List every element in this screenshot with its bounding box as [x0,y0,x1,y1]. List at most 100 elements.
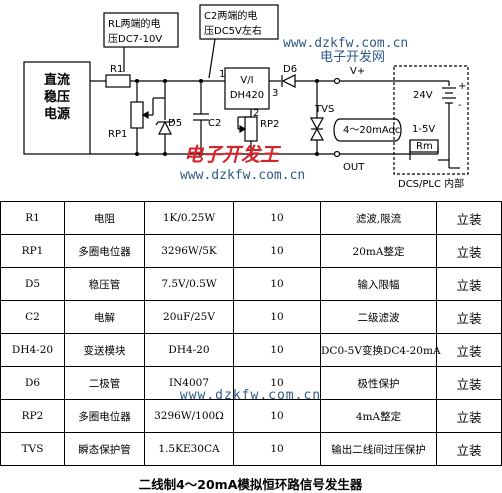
cell-spec: 20uF/25V [144,300,234,334]
vplus-label: V+ [350,66,365,77]
cell-function: 二级滤波 [320,300,437,334]
loop-current-label: 4～20mAdc [343,125,400,136]
cell-mounting: 立装 [436,333,502,367]
rp1-potentiometer [130,101,144,129]
module-label-line2: DH420 [230,90,264,101]
out-label: OUT [343,162,365,173]
cell-designator: RP1 [0,234,65,268]
loop-current-arrow [333,118,402,142]
voltage-range-label: 1-5V [412,124,435,135]
cell-part-name: 瞬态保护管 [64,432,145,466]
cell-quantity: 10 [233,267,321,301]
circuit-schematic: 直流 稳压 电源 RL两端的电 压DC7-10V C2两端的电 压DC5V左右 … [23,4,469,190]
cell-spec: 3296W/5K [144,234,234,268]
cell-designator: D6 [0,366,65,400]
cell-mounting: 立装 [436,234,502,268]
vi-module-box [224,67,270,110]
battery-minus-sign: - [458,100,462,111]
callout-c2-line1: C2两端的电 [204,9,257,22]
cell-mounting: 立装 [436,300,502,334]
cell-mounting: 立装 [436,267,502,301]
cell-spec: 7.5V/0.5W [144,267,234,301]
pin1-label: 1 [219,69,225,80]
watermark-url-top: www.dzkfw.com.cn [283,36,408,51]
diagram-caption: 二线制4～20mA模拟恒环路信号发生器 [138,477,363,492]
cell-quantity: 10 [233,234,321,268]
tvs-diode [309,117,325,131]
cell-designator: D5 [0,267,65,301]
cell-quantity: 10 [233,366,321,400]
plc-dashed-box [393,65,469,175]
source-label-line3: 电源 [44,106,70,122]
cell-quantity: 10 [233,201,321,235]
battery-plus-sign: + [458,81,466,92]
cell-spec: 1K/0.25W [144,201,234,235]
vplus-terminal [333,77,341,85]
cell-mounting: 立装 [436,432,502,466]
cell-designator: R1 [0,201,65,235]
cell-function: 输入限幅 [320,267,437,301]
cell-mounting: 立装 [436,366,502,400]
cell-part-name: 稳压管 [64,267,145,301]
cell-function: 20mA整定 [320,234,437,268]
module-label-line1: V/I [240,75,253,86]
callout-c2-line2: 压DC5V左右 [204,24,262,37]
pin3-label: 3 [272,88,278,99]
cell-part-name: 多圈电位器 [64,234,145,268]
c2-label: C2 [208,118,221,129]
cell-designator: DH4-20 [0,333,65,367]
supply-24v-label: 24V [413,90,433,101]
d6-label: D6 [283,64,297,75]
cell-quantity: 10 [233,432,321,466]
source-label-line2: 稳压 [44,89,70,105]
cell-quantity: 10 [233,333,321,367]
cell-part-name: 二极管 [64,366,145,400]
rm-label: Rm [416,141,433,152]
watermark-cn-top: 电子开发网 [320,49,385,65]
d6-diode [281,74,296,88]
cell-mounting: 立装 [436,399,502,433]
r1-resistor [105,74,131,88]
cell-spec: 1.5KE30CA [144,432,234,466]
r1-label: R1 [110,64,123,75]
out-terminal [333,150,341,158]
cell-designator: C2 [0,300,65,334]
d5-label: D5 [168,118,182,129]
cell-function: 极性保护 [320,366,437,400]
cell-designator: RP2 [0,399,65,433]
plc-label: DCS/PLC 内部 [398,177,464,190]
watermark-url-mid: www.dzkfw.com.cn [180,168,305,183]
cell-function: 输出二线间过压保护 [320,432,437,466]
cell-spec: IN4007 [144,366,234,400]
cell-part-name: 电阻 [64,201,145,235]
cell-quantity: 10 [233,300,321,334]
watermark-red-logo: 电子开发王 [184,144,282,166]
cell-part-name: 变送模块 [64,333,145,367]
cell-spec: DH4-20 [144,333,234,367]
callout-rl-box [103,12,179,48]
cell-function: 4mA整定 [320,399,437,433]
cell-function: DC0-5V变换DC4-20mA [320,333,441,367]
cell-spec: 3296W/100Ω [144,399,234,433]
pin2-label: 2 [253,108,259,119]
cell-designator: TVS [0,432,65,466]
dc-supply-box [23,61,91,155]
cell-mounting: 立装 [436,201,502,235]
rp1-label: RP1 [108,129,127,140]
cell-part-name: 电解 [64,300,145,334]
cell-quantity: 10 [233,399,321,433]
rp2-potentiometer [244,116,258,142]
junction-dots [135,79,319,156]
cell-function: 滤波,限流 [320,201,437,235]
callout-rl-line1: RL两端的电 [108,17,161,30]
